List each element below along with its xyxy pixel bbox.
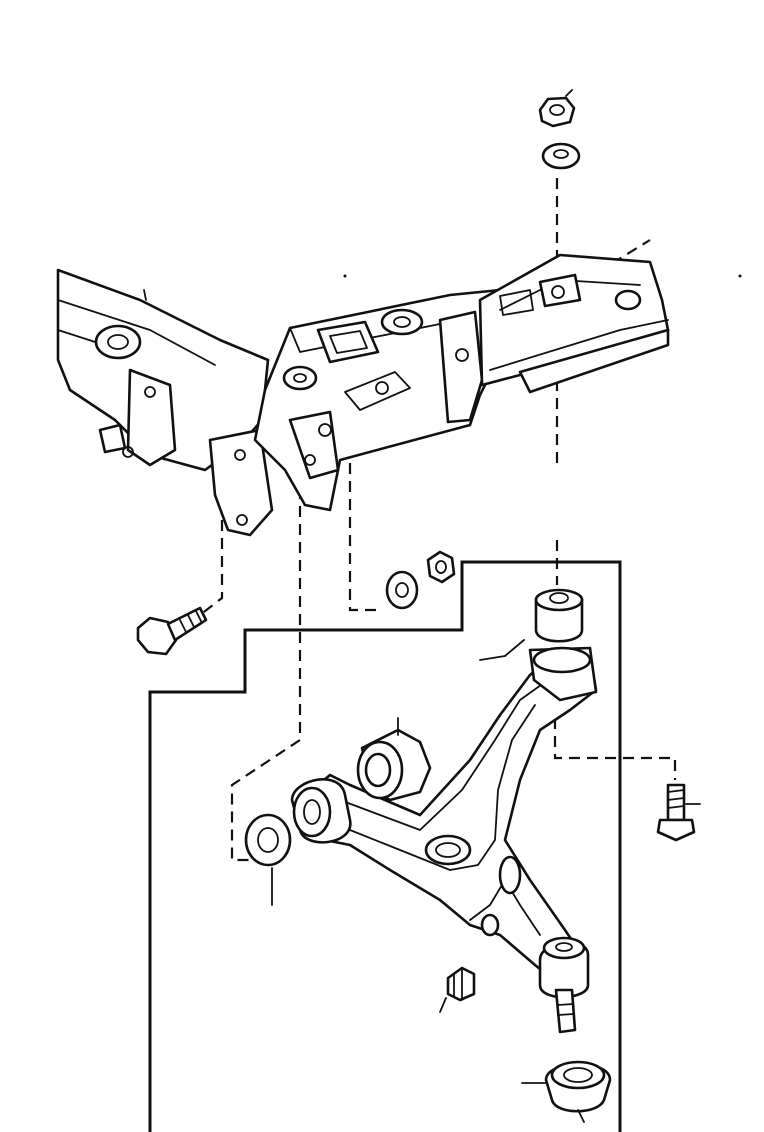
lower-control-arm xyxy=(298,646,598,999)
arm-washer xyxy=(244,813,292,906)
castle-nut xyxy=(439,966,476,1013)
ball-joint-boot xyxy=(521,1060,612,1123)
ball-joint xyxy=(554,988,577,1034)
left-bolt xyxy=(136,606,208,656)
center-washer xyxy=(385,570,419,610)
assembly-boundary-box xyxy=(148,560,622,1132)
rear-bushing xyxy=(479,588,584,661)
scan-marks xyxy=(143,274,742,301)
right-bolt xyxy=(656,783,701,842)
center-nut xyxy=(426,550,456,584)
front-bushing xyxy=(356,717,432,802)
assembly-guide-lines xyxy=(199,178,677,862)
subframe xyxy=(56,253,670,537)
top-nut xyxy=(538,89,576,128)
top-washer xyxy=(541,142,581,170)
arm-front-bushing xyxy=(290,778,352,844)
